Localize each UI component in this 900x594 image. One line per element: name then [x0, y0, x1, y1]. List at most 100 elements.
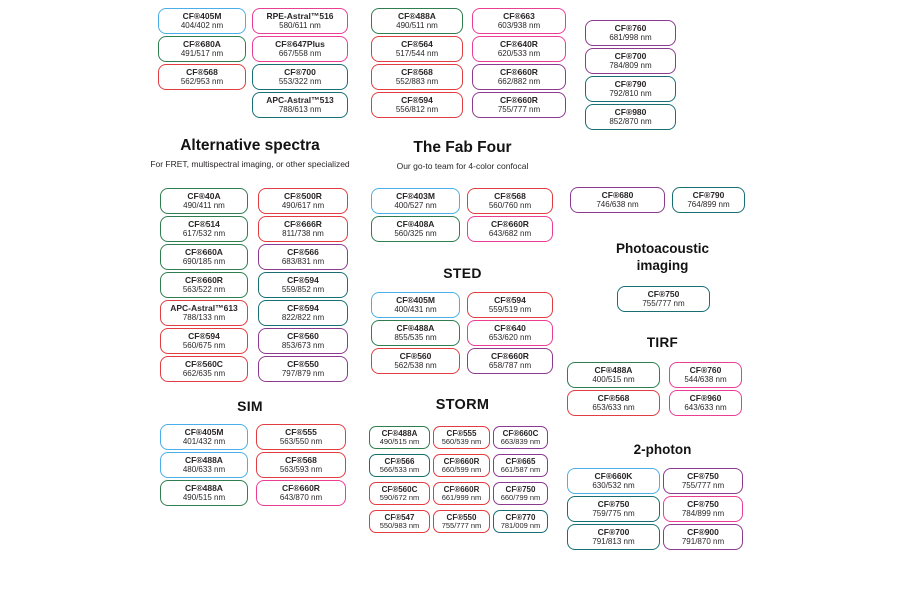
dye-name: CF®594 — [401, 94, 433, 105]
dye-name: CF®750 — [687, 498, 719, 509]
dye-name: CF®663 — [503, 10, 535, 21]
dye-name: CF®405M — [396, 294, 435, 305]
dye-wavelengths: 630/532 nm — [592, 481, 635, 491]
dye-wavelengths: 746/638 nm — [596, 200, 639, 210]
dye-name: CF®40A — [187, 190, 221, 201]
dye-wavelengths: 755/777 nm — [642, 299, 685, 309]
dye-name: CF®700 — [284, 66, 316, 77]
dye-name: CF®488A — [398, 10, 436, 21]
section-title-2-photon: 2-photon — [633, 442, 692, 457]
dye-wavelengths: 490/515 nm — [379, 436, 420, 446]
dye-wavelengths: 653/620 nm — [488, 333, 532, 343]
dye-name: CF®660K — [594, 470, 633, 481]
dye-wavelengths: 853/673 nm — [281, 341, 325, 351]
dye-name: CF®680 — [601, 189, 634, 200]
dye-wavelengths: 661/587 nm — [500, 464, 541, 474]
dye-wavelengths: 643/870 nm — [279, 493, 323, 503]
dye-wavelengths: 784/899 nm — [681, 509, 725, 519]
dye-name: CF®568 — [494, 190, 526, 201]
dye-wavelengths: 620/533 nm — [497, 49, 541, 59]
dye-wavelengths: 560/760 nm — [488, 201, 532, 211]
dye-wavelengths: 400/431 nm — [394, 305, 437, 315]
dye-wavelengths: 755/777 nm — [441, 520, 482, 530]
dye-name: CF®594 — [494, 294, 526, 305]
dye-name: APC-Astral™513 — [266, 94, 334, 105]
dye-wavelengths: 643/633 nm — [684, 403, 727, 413]
dye-name: CF®594 — [287, 302, 319, 313]
dye-wavelengths: 552/883 nm — [395, 77, 439, 87]
dye-name: CF®555 — [285, 426, 317, 437]
dye-name: CF®566 — [287, 246, 319, 257]
dye-wavelengths: 663/839 nm — [500, 436, 541, 446]
dye-wavelengths: 560/539 nm — [441, 436, 482, 446]
dye-wavelengths: 560/675 nm — [182, 341, 226, 351]
dye-name: CF®594 — [188, 330, 220, 341]
dye-name: CF®960 — [689, 392, 722, 403]
dye-name: CF®550 — [287, 358, 319, 369]
dye-name: CF®594 — [287, 274, 319, 285]
dye-name: CF®660C — [502, 428, 539, 438]
dye-wavelengths: 400/515 nm — [592, 375, 635, 385]
dye-name: CF®666R — [284, 218, 322, 229]
dye-wavelengths: 764/899 nm — [687, 200, 730, 210]
dye-name: CF®560 — [399, 350, 432, 361]
section-subtitle-fab-four: Our go-to team for 4-color confocal — [396, 161, 529, 171]
dye-wavelengths: 562/538 nm — [394, 361, 437, 371]
dye-wavelengths: 563/550 nm — [279, 437, 323, 447]
dye-name: RPE-Astral™516 — [266, 10, 334, 21]
section-title-alternative-spectra: Alternative spectra — [180, 137, 320, 154]
dye-wavelengths: 559/519 nm — [488, 305, 532, 315]
dye-wavelengths: 811/738 nm — [282, 229, 324, 239]
section-title-sted: STED — [443, 265, 482, 281]
dye-name: CF®647Plus — [275, 38, 325, 49]
dye-wavelengths: 550/983 nm — [379, 520, 420, 530]
dye-wavelengths: 617/532 nm — [182, 229, 226, 239]
dye-wavelengths: 690/185 nm — [182, 257, 226, 267]
dye-name: CF®568 — [186, 66, 218, 77]
dye-name: CF®488A — [381, 428, 418, 438]
dye-name: CF®568 — [401, 66, 433, 77]
dye-name: CF®680A — [183, 38, 221, 49]
dye-name: CF®900 — [687, 526, 719, 537]
dye-name: CF®640R — [500, 38, 538, 49]
dye-wavelengths: 852/870 nm — [609, 117, 652, 127]
dye-wavelengths: 580/611 nm — [279, 21, 321, 31]
